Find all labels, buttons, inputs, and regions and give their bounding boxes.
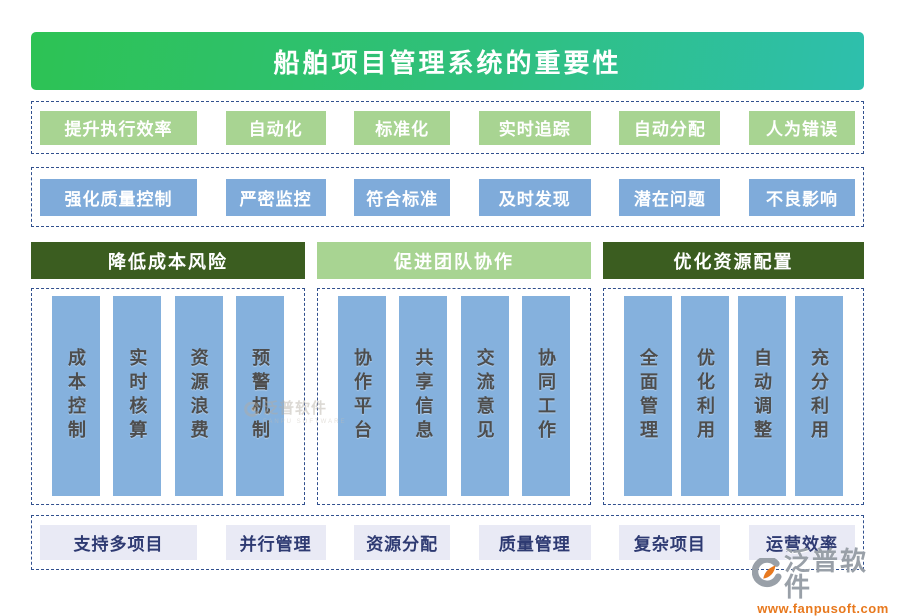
efficiency-chip-4: 实时追踪: [478, 110, 591, 145]
efficiency-chip-1: 提升执行效率: [40, 110, 197, 145]
pillar-optimized-utilization: 优化利用: [681, 296, 729, 496]
pillar-label: 共享信息: [413, 348, 434, 444]
efficiency-row: 提升执行效率 自动化 标准化 实时追踪 自动分配 人为错误: [31, 101, 864, 154]
pillar-exchange-opinions: 交流意见: [460, 296, 509, 496]
pillar-cooperative-work: 协同工作: [521, 296, 570, 496]
section-header-team-collaboration: 促进团队协作: [317, 242, 591, 279]
pillar-warning-mechanism: 预警机制: [235, 296, 284, 496]
section-header-cost-risk: 降低成本风险: [31, 242, 305, 279]
brand-url: www.fanpusoft.com: [757, 601, 889, 616]
capability-chip-3: 资源分配: [354, 525, 451, 560]
brand-logo-icon: [751, 556, 782, 592]
resource-pillar-group: 全面管理 优化利用 自动调整 充分利用: [603, 288, 864, 505]
pillar-label: 优化利用: [695, 348, 715, 444]
quality-chip-3: 符合标准: [354, 178, 451, 216]
quality-chip-5: 潜在问题: [619, 178, 721, 216]
pillar-full-utilization: 充分利用: [795, 296, 843, 496]
pillar-cost-control: 成本控制: [52, 296, 100, 496]
pillar-shared-information: 共享信息: [399, 296, 448, 496]
pillar-label: 预警机制: [249, 348, 270, 444]
brand-logo: 泛普软件 www.fanpusoft.com: [751, 547, 894, 616]
quality-chip-1: 强化质量控制: [40, 178, 197, 216]
page-title: 船舶项目管理系统的重要性: [273, 48, 622, 78]
pillar-label: 协作平台: [352, 348, 372, 444]
pillar-label: 成本控制: [66, 348, 86, 444]
capability-row: 支持多项目 并行管理 资源分配 质量管理 复杂项目 运营效率: [31, 515, 864, 570]
pillar-realtime-accounting: 实时核算: [113, 296, 162, 496]
pillar-automatic-adjustment: 自动调整: [738, 296, 786, 496]
capability-chip-5: 复杂项目: [619, 525, 721, 560]
quality-chip-4: 及时发现: [478, 178, 591, 216]
capability-chip-2: 并行管理: [225, 525, 326, 560]
quality-row: 强化质量控制 严密监控 符合标准 及时发现 潜在问题 不良影响: [31, 167, 864, 227]
pillar-collaboration-platform: 协作平台: [338, 296, 386, 496]
capability-chip-1: 支持多项目: [40, 525, 197, 560]
pillar-label: 实时核算: [127, 348, 148, 444]
capability-chip-6: 运营效率: [748, 525, 855, 560]
efficiency-chip-5: 自动分配: [619, 110, 721, 145]
collaboration-pillar-group: 协作平台 共享信息 交流意见 协同工作: [317, 288, 591, 505]
pillar-label: 交流意见: [474, 348, 495, 444]
pillar-label: 全面管理: [638, 348, 658, 444]
pillar-label: 充分利用: [809, 348, 829, 444]
pillar-label: 协同工作: [535, 348, 556, 444]
cost-risk-pillar-group: 成本控制 实时核算 资源浪费 预警机制: [31, 288, 305, 505]
pillar-overall-management: 全面管理: [624, 296, 672, 496]
page-title-banner: 船舶项目管理系统的重要性: [31, 32, 864, 90]
quality-chip-2: 严密监控: [225, 178, 326, 216]
capability-chip-4: 质量管理: [478, 525, 591, 560]
pillar-resource-waste: 资源浪费: [174, 296, 223, 496]
pillar-label: 资源浪费: [188, 348, 209, 444]
efficiency-chip-2: 自动化: [225, 110, 326, 145]
pillar-label: 自动调整: [752, 348, 772, 444]
section-header-resource-allocation: 优化资源配置: [603, 242, 864, 279]
brand-name: 泛普软件: [784, 547, 869, 602]
quality-chip-6: 不良影响: [748, 178, 855, 216]
efficiency-chip-3: 标准化: [354, 110, 451, 145]
efficiency-chip-6: 人为错误: [748, 110, 855, 145]
